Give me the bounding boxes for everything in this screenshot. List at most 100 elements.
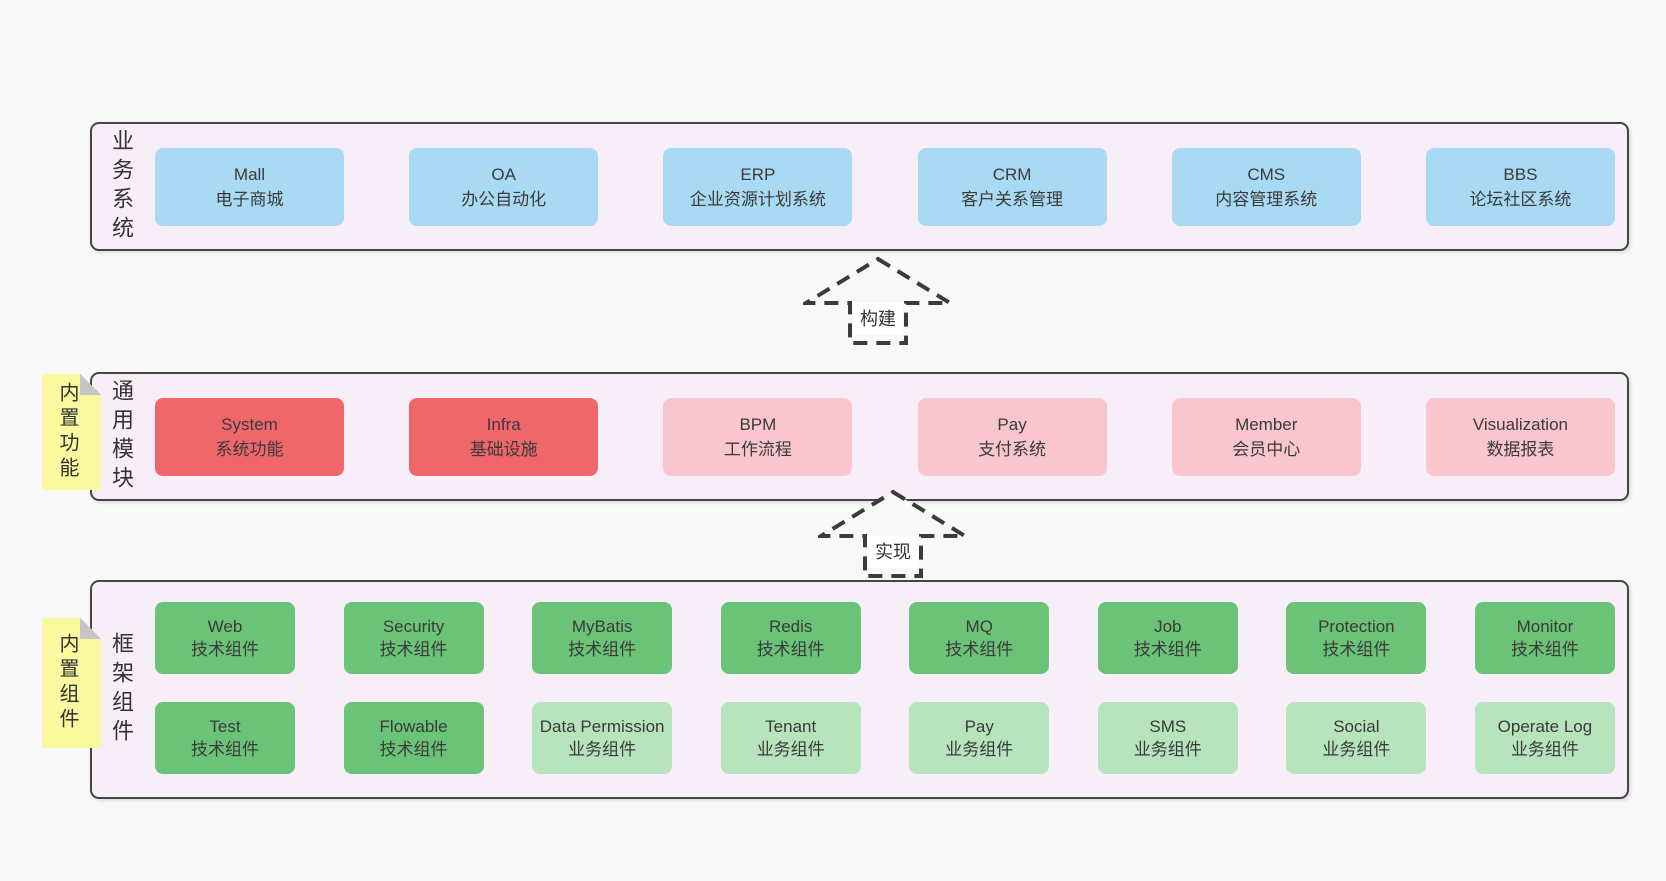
common-modules-boxes: System 系统功能 Infra 基础设施 BPM 工作流程 Pay 支付系统… [155,374,1615,499]
band-label-common-modules: 通用模块 [109,378,134,495]
box-cms: CMS 内容管理系统 [1171,147,1361,226]
box-visualization: Visualization 数据报表 [1425,397,1615,476]
box-name: Web [207,617,243,636]
box-desc: 业务组件 [1133,740,1202,759]
box-redis: Redis 技术组件 [720,602,861,674]
box-desc: 业务组件 [1510,740,1579,759]
box-name: ERP [740,164,776,184]
box-sms: SMS 业务组件 [1097,702,1238,774]
box-name: Pay [964,717,994,736]
band-label-framework-components: 框架组件 [109,631,134,748]
box-mall: Mall 电子商城 [155,147,344,226]
box-desc: 业务组件 [568,740,637,759]
box-name: Data Permission [539,717,665,736]
box-desc: 技术组件 [1133,640,1202,659]
box-name: SMS [1149,717,1187,736]
box-mybatis: MyBatis 技术组件 [532,602,673,674]
box-name: MQ [965,617,993,636]
sticky-note-built-in-components: 内置组件 [42,618,101,748]
box-social: Social 业务组件 [1286,702,1427,774]
framework-row-1: Web 技术组件 Security 技术组件 MyBatis 技术组件 Redi… [155,602,1615,674]
box-desc: 企业资源计划系统 [689,189,826,209]
box-desc: 论坛社区系统 [1469,189,1572,209]
business-systems-boxes: Mall 电子商城 OA 办公自动化 ERP 企业资源计划系统 CRM 客户关系… [155,124,1615,249]
box-name: Flowable [379,717,448,736]
box-crm: CRM 客户关系管理 [917,147,1107,226]
box-name: Tenant [765,717,817,736]
framework-components-rows: Web 技术组件 Security 技术组件 MyBatis 技术组件 Redi… [155,602,1615,774]
box-flowable: Flowable 技术组件 [343,702,484,774]
arrow-label-bg [868,536,918,568]
box-system: System 系统功能 [155,397,344,476]
arrow-label: 实现 [875,542,911,562]
box-name: Member [1235,414,1298,434]
sticky-note-built-in-features: 内置功能 [42,374,101,490]
band-label-business-systems: 业务系统 [109,128,134,245]
sticky-note-label: 内置组件 [56,633,78,733]
box-test: Test 技术组件 [155,702,295,774]
box-name: BBS [1503,164,1538,184]
arrow-build: 构建 [803,256,953,345]
box-desc: 系统功能 [215,439,284,459]
box-erp: ERP 企业资源计划系统 [663,147,853,226]
box-security: Security 技术组件 [343,602,484,674]
box-name: BPM [739,414,777,434]
box-name: Redis [768,617,813,636]
sticky-note-label: 内置功能 [56,382,78,482]
box-infra: Infra 基础设施 [409,397,599,476]
box-name: Job [1154,617,1182,636]
box-desc: 技术组件 [379,640,448,659]
box-desc: 技术组件 [191,640,259,659]
box-tenant: Tenant 业务组件 [720,702,861,774]
band-common-modules: 通用模块 System 系统功能 Infra 基础设施 BPM 工作流程 Pay… [90,372,1629,501]
folded-corner-icon [80,374,101,395]
box-desc: 技术组件 [1510,640,1579,659]
box-desc: 技术组件 [568,640,637,659]
box-name: Social [1333,717,1380,736]
box-name: Test [209,717,241,736]
box-name: Protection [1318,617,1395,636]
box-desc: 支付系统 [978,439,1047,459]
block-arrow-up-icon [803,256,953,345]
box-desc: 基础设施 [469,439,538,459]
arrow-implement: 实现 [818,489,968,578]
box-desc: 电子商城 [215,189,284,209]
box-name: Security [382,617,445,636]
box-job: Job 技术组件 [1097,602,1238,674]
band-business-systems: 业务系统 Mall 电子商城 OA 办公自动化 ERP 企业资源计划系统 CRM… [90,122,1629,251]
box-desc: 技术组件 [191,740,259,759]
box-operate-log: Operate Log 业务组件 [1474,702,1615,774]
box-name: MyBatis [571,617,633,636]
box-desc: 会员中心 [1232,439,1301,459]
box-member: Member 会员中心 [1171,397,1361,476]
box-pay-component: Pay 业务组件 [909,702,1050,774]
box-desc: 办公自动化 [461,189,547,209]
box-name: System [221,414,278,434]
box-pay-module: Pay 支付系统 [917,397,1107,476]
box-name: OA [491,164,516,184]
box-name: Visualization [1472,414,1568,434]
box-desc: 技术组件 [1322,640,1391,659]
box-name: Pay [997,414,1027,434]
box-desc: 业务组件 [945,740,1014,759]
box-bbs: BBS 论坛社区系统 [1425,147,1615,226]
box-name: Operate Log [1497,717,1593,736]
box-desc: 工作流程 [723,439,792,459]
box-name: Infra [486,414,521,434]
box-monitor: Monitor 技术组件 [1474,602,1615,674]
box-desc: 技术组件 [945,640,1014,659]
box-data-permission: Data Permission 业务组件 [532,702,673,774]
box-desc: 技术组件 [379,740,448,759]
box-name: Monitor [1516,617,1574,636]
box-desc: 业务组件 [1322,740,1391,759]
box-name: CRM [992,164,1032,184]
sticky-note-paper [42,618,101,748]
box-name: Mall [233,164,266,184]
box-bpm: BPM 工作流程 [663,397,853,476]
framework-row-2: Test 技术组件 Flowable 技术组件 Data Permission … [155,702,1615,774]
block-arrow-up-icon [818,489,968,578]
box-mq: MQ 技术组件 [909,602,1050,674]
box-desc: 技术组件 [756,640,825,659]
box-desc: 业务组件 [756,740,825,759]
